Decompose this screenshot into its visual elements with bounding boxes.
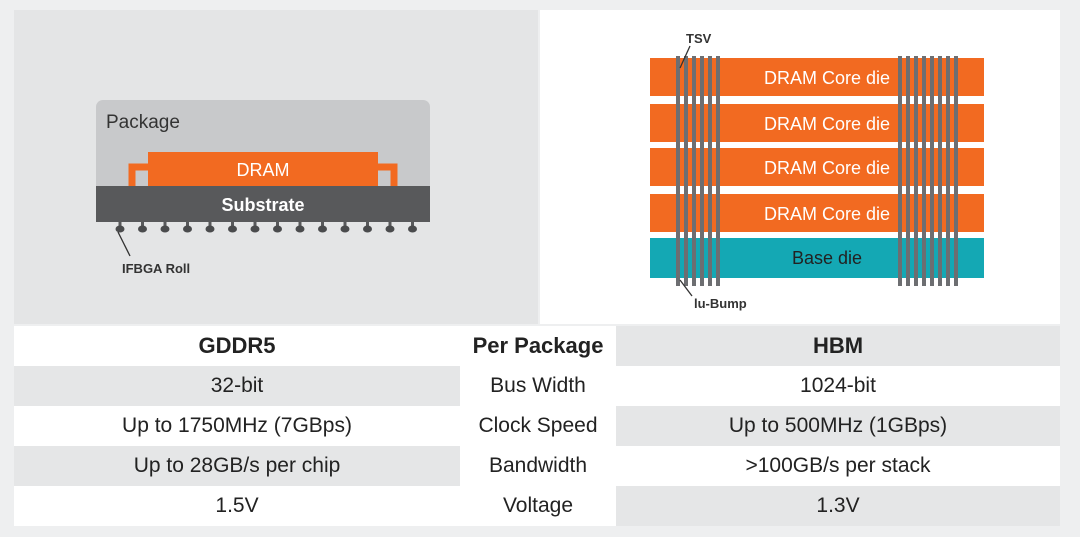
header-per-package: Per Package [460,326,616,366]
base-die-label: Base die [792,248,862,268]
label-voltage: Voltage [460,486,616,526]
table-row: Up to 28GB/s per chip Bandwidth >100GB/s… [14,446,1060,486]
core-die-label: DRAM Core die [764,68,890,88]
tsv-column [898,56,902,286]
solder-ball [340,225,350,233]
solder-ball-stem [321,222,324,228]
base-die [650,238,984,278]
table-row: Up to 1750MHz (7GBps) Clock Speed Up to … [14,406,1060,446]
tsv-columns [676,56,958,286]
solder-ball [385,225,395,233]
tsv-column [692,56,696,286]
label-bandwidth: Bandwidth [460,446,616,486]
solder-ball [408,225,417,233]
tsv-column [914,56,918,286]
solder-ball-stem [253,222,257,228]
ball-pointer-line [117,231,131,257]
core-die-label: DRAM Core die [764,158,890,178]
gddr5-package-diagram: Package DRAM Substrate IFBGA Roll [96,100,430,276]
solder-ball [205,225,215,233]
hbm-voltage: 1.3V [616,486,1060,526]
solder-ball-stem [141,222,144,228]
solder-ball [115,225,125,233]
solder-ball-stem [163,222,167,228]
solder-ball [250,225,260,233]
gddr5-bus-width: 32-bit [14,366,460,406]
hbm-clock-speed: Up to 500MHz (1GBps) [616,406,1060,446]
solder-ball-stem [186,222,189,228]
core-die-label: DRAM Core die [764,114,890,134]
solder-ball [228,225,237,233]
tsv-column [946,56,950,286]
comparison-table: GDDR5 Per Package HBM 32-bit Bus Width 1… [14,326,1060,526]
package-label: Package [106,112,180,133]
table-header-row: GDDR5 Per Package HBM [14,326,1060,366]
tsv-column [954,56,958,286]
solder-ball-stem [411,222,414,228]
tsv-column [930,56,934,286]
dram-core-die [650,148,984,186]
bump-label: lu-Bump [694,296,747,311]
label-bus-width: Bus Width [460,366,616,406]
solder-ball-stem [343,222,347,228]
solder-ball [363,225,372,233]
tsv-column [676,56,680,286]
solder-ball-stem [118,222,122,228]
left-wire-bond [128,163,148,186]
gddr5-diagram-panel: Package DRAM Substrate IFBGA Roll [14,10,538,324]
tsv-column [906,56,910,286]
tsv-pointer-line [679,45,691,69]
solder-ball-stem [366,222,369,228]
solder-ball-stem [208,222,212,228]
tsv-column [716,56,720,286]
tsv-column [684,56,688,286]
gddr5-clock-speed: Up to 1750MHz (7GBps) [14,406,460,446]
solder-ball [183,225,192,233]
gddr5-voltage: 1.5V [14,486,460,526]
solder-ball [273,225,282,233]
ifbga-label: IFBGA Roll [122,261,190,276]
die-stack [650,58,984,278]
hbm-bus-width: 1024-bit [616,366,1060,406]
bump-pointer-line [679,279,693,297]
right-wire-bond [378,163,398,186]
dram-label: DRAM [237,160,290,180]
table-row: 32-bit Bus Width 1024-bit [14,366,1060,406]
gddr5-bandwidth: Up to 28GB/s per chip [14,446,460,486]
solder-ball [318,225,327,233]
core-die-label: DRAM Core die [764,204,890,224]
solder-ball [295,225,305,233]
substrate-label: Substrate [221,195,304,215]
tsv-column [708,56,712,286]
label-clock-speed: Clock Speed [460,406,616,446]
solder-ball [138,225,147,233]
tsv-label: TSV [686,31,712,46]
solder-ball-stem [388,222,392,228]
dram-chip [148,152,378,186]
tsv-column [700,56,704,286]
dram-core-die [650,194,984,232]
solder-ball [160,225,170,233]
tsv-column [922,56,926,286]
solder-ball-stem [231,222,234,228]
substrate [96,186,430,222]
header-gddr5: GDDR5 [14,326,460,366]
tsv-column [938,56,942,286]
solder-ball-stem [276,222,279,228]
solder-ball-stem [298,222,302,228]
hbm-bandwidth: >100GB/s per stack [616,446,1060,486]
solder-ball-array [115,222,417,233]
dram-core-die [650,104,984,142]
table-row: 1.5V Voltage 1.3V [14,486,1060,526]
dram-core-die [650,58,984,96]
header-hbm: HBM [616,326,1060,366]
